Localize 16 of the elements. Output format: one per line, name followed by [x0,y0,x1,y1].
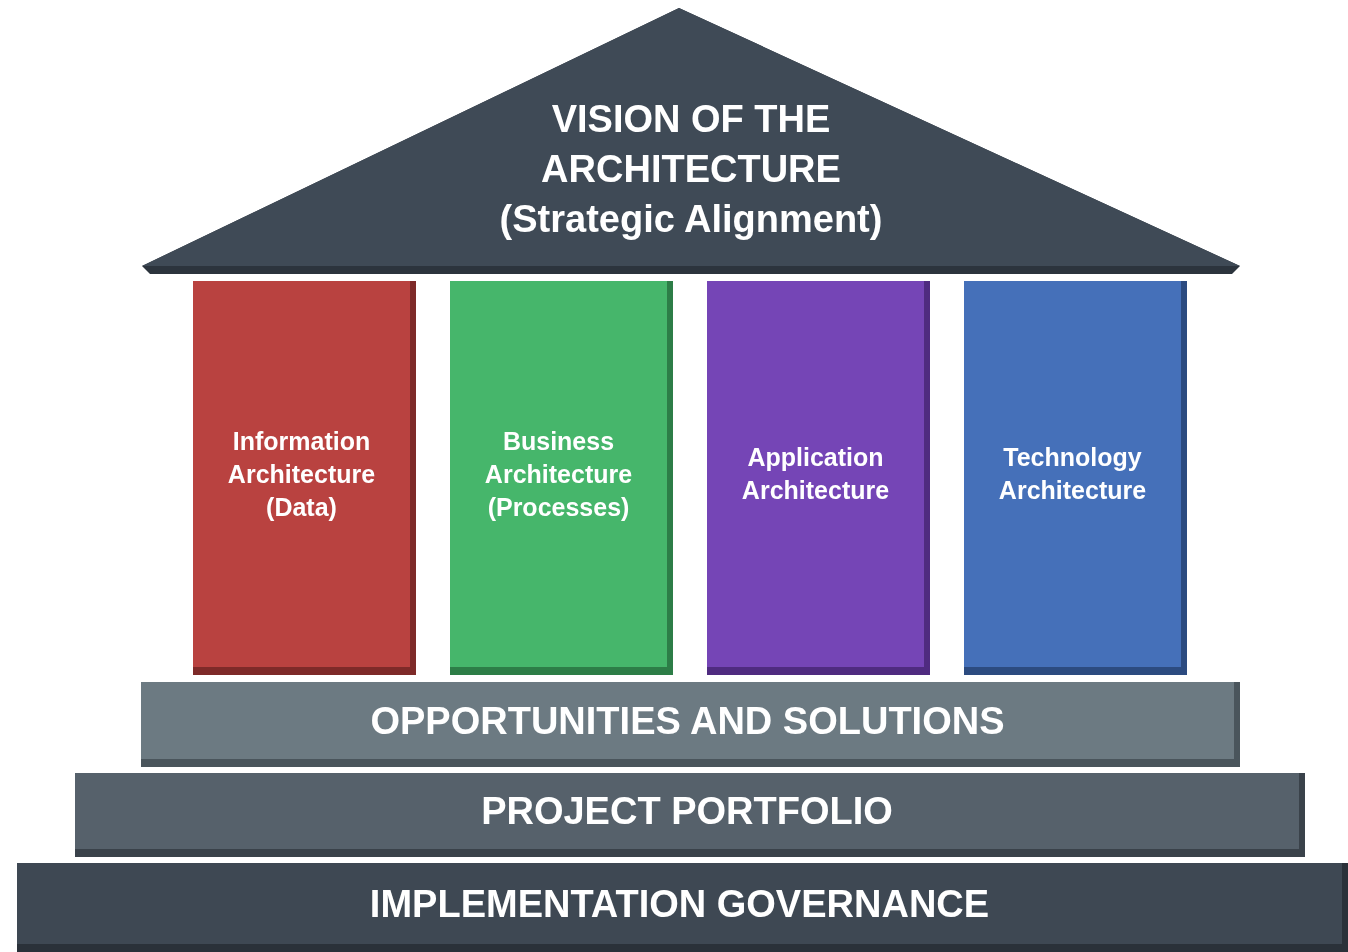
band-label: PROJECT PORTFOLIO [481,789,893,834]
roof-title: VISION OF THE ARCHITECTURE [540,97,842,192]
band-label: IMPLEMENTATION GOVERNANCE [369,881,990,927]
pillar-label: Technology Architecture [997,442,1148,506]
roof-subtitle: (Strategic Alignment) [498,197,884,242]
pillar [707,281,930,675]
band-label: OPPORTUNITIES AND SOLUTIONS [370,698,1005,744]
step-band [75,773,1305,857]
pillar [193,281,416,675]
pillar [450,281,673,675]
pillar-label: Application Architecture [740,442,891,506]
step-band [141,682,1240,767]
step-band [17,863,1348,952]
pillar [964,281,1187,675]
pillar-label: Business Architecture (Processes) [483,425,634,523]
pillar-label: Information Architecture (Data) [226,425,377,523]
